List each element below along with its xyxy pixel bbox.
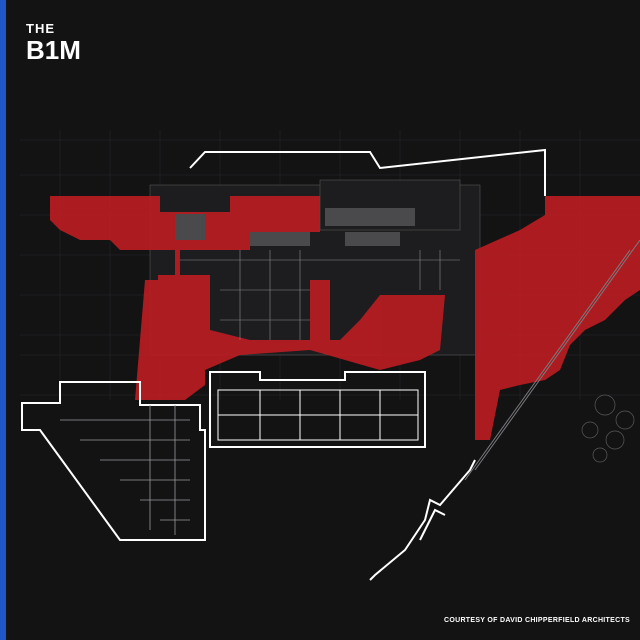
interior-walls [180, 250, 460, 340]
highlighted-area [50, 196, 640, 440]
brand-logo-top: THE [26, 21, 55, 36]
image-credit: COURTESY OF DAVID CHIPPERFIELD ARCHITECT… [443, 617, 630, 624]
east-site-edge [464, 239, 640, 481]
highlighted-area-east [475, 196, 640, 440]
lower-block-walls [217, 389, 419, 441]
west-building-walls [60, 405, 190, 535]
interior-blocks [175, 208, 415, 246]
highlighted-area-west [50, 196, 445, 400]
plan-outline [21, 148, 546, 581]
brand-logo: THE B1M [26, 22, 81, 63]
tree-symbols [581, 394, 635, 463]
brand-accent-bar [0, 0, 6, 640]
brand-logo-main: B1M [26, 35, 81, 65]
